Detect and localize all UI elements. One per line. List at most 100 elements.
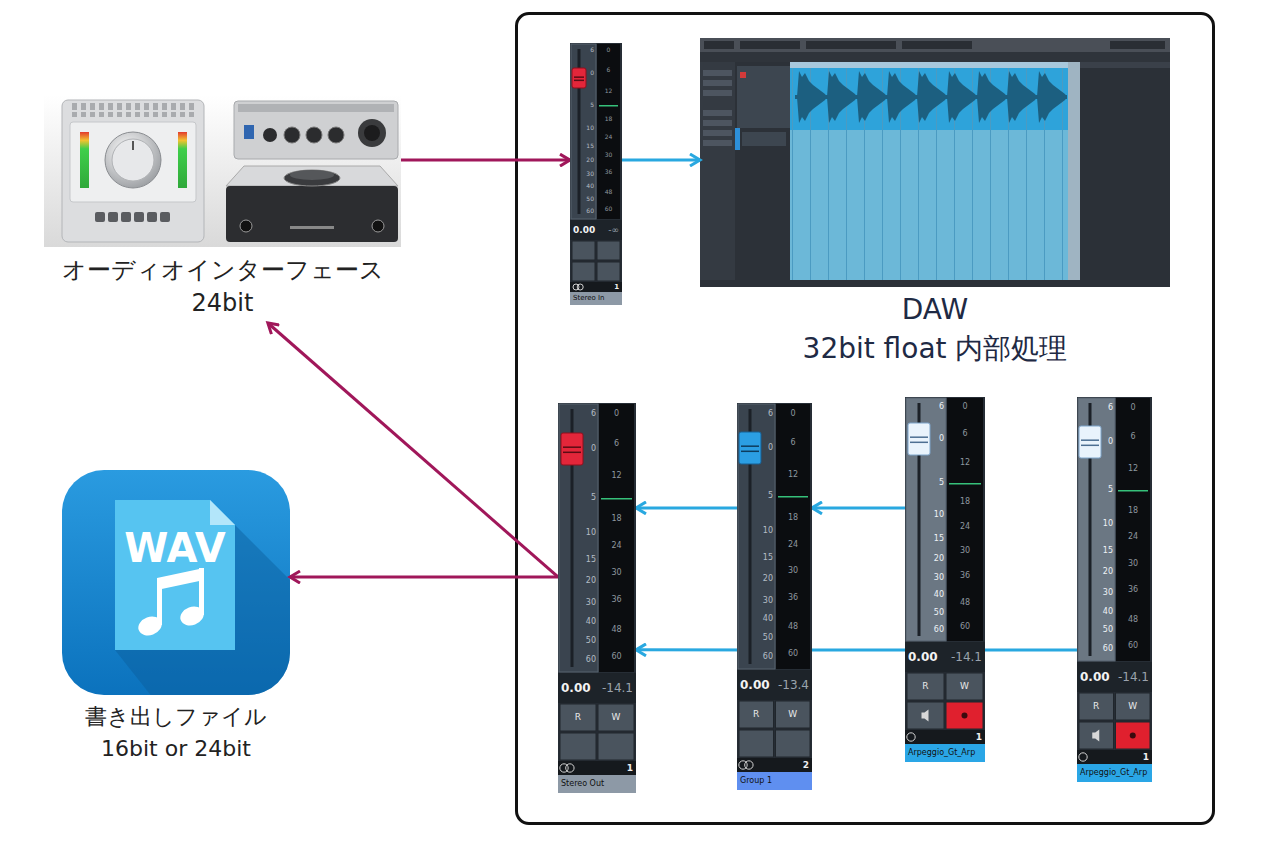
fader-art	[570, 43, 622, 305]
channel-name: Arpeggio_Gt_Arp	[908, 749, 983, 757]
meter-scale: 0	[776, 410, 810, 418]
fader-scale: 50	[737, 634, 773, 642]
fader-value: 0.00	[561, 682, 591, 694]
signal-arrow	[636, 506, 737, 509]
channel-number: 1	[1077, 753, 1149, 762]
meter-scale: 24	[597, 134, 620, 140]
fader-scale: 60	[905, 626, 944, 634]
fader-scale: 5	[558, 494, 596, 502]
meter-scale: 36	[599, 596, 634, 604]
meter-scale: 30	[776, 567, 810, 575]
fader-scale: 50	[1077, 626, 1113, 634]
daw-screen: DAW 32bit float 内部処理	[700, 38, 1170, 365]
fader-scale: 30	[737, 597, 773, 605]
meter-scale: 12	[1116, 465, 1150, 473]
meter-scale: 6	[947, 430, 983, 438]
fader-scale: 15	[905, 535, 944, 543]
fader-scale: 20	[1077, 568, 1113, 576]
meter-scale: 30	[597, 152, 620, 158]
fader-scale: 6	[737, 410, 773, 418]
fader-scale: 30	[570, 171, 594, 177]
bit-depth-label: 32bit float 内部処理	[700, 335, 1170, 363]
meter-scale: 18	[947, 498, 983, 506]
meter-scale: 60	[597, 206, 620, 212]
write-button-label: W	[776, 710, 811, 719]
wav-file-icon	[62, 470, 340, 770]
fader-scale: 60	[558, 656, 596, 664]
write-button-label: W	[946, 682, 983, 691]
fader-scale: 5	[1077, 486, 1113, 494]
peak-level: -14.1	[597, 682, 633, 694]
fader-scale: 6	[905, 403, 944, 411]
fader-scale: 6	[1077, 404, 1113, 412]
peak-level: -14.1	[1115, 671, 1150, 683]
channel-name: Stereo In	[573, 295, 620, 302]
fader-scale: 10	[737, 527, 773, 535]
file-label: 書き出しファイル	[62, 706, 290, 728]
meter-scale: 24	[776, 541, 810, 549]
meter-scale: 18	[597, 116, 620, 122]
meter-scale: 6	[776, 439, 810, 447]
meter-scale: 48	[599, 626, 634, 634]
signal-arrow	[268, 323, 558, 577]
fader-scale: 50	[558, 637, 596, 645]
peak-level: -13.4	[775, 679, 810, 691]
meter-scale: 48	[776, 623, 810, 631]
fader-scale: 20	[737, 575, 773, 583]
fader-scale: 10	[570, 125, 594, 131]
fader-scale: 15	[570, 143, 594, 149]
meter-scale: 12	[597, 88, 620, 94]
fader-scale: 0	[905, 435, 944, 443]
fader-value: 0.00	[573, 226, 595, 235]
meter-scale: 18	[776, 514, 810, 522]
track-fader: 0.00-14.1RW1Arpeggio_Gt_Arp6051015203040…	[905, 397, 985, 762]
fader-art	[1077, 397, 1152, 782]
fader-scale: 60	[570, 208, 594, 214]
write-button-label: W	[598, 713, 634, 722]
meter-scale: 36	[1116, 586, 1150, 594]
channel-number: 1	[570, 284, 619, 291]
meter-scale: 0	[599, 410, 634, 418]
meter-scale: 6	[1116, 433, 1150, 441]
channel-number: 2	[737, 761, 809, 770]
meter-scale: 60	[1116, 642, 1150, 650]
signal-arrow	[636, 648, 1077, 651]
fader-scale: 6	[558, 410, 596, 418]
meter-scale: 18	[599, 515, 634, 523]
fader-value: 0.00	[908, 651, 938, 663]
daw-title: DAW	[700, 296, 1170, 324]
fader-art	[737, 403, 812, 790]
meter-scale: 0	[1116, 404, 1150, 412]
meter-scale: 36	[947, 572, 983, 580]
meter-scale: 24	[947, 523, 983, 531]
meter-scale: 30	[947, 547, 983, 555]
fader-scale: 0	[558, 445, 596, 453]
read-button-label: R	[907, 682, 944, 691]
audio-interface: オーディオインターフェース24bit	[44, 95, 401, 323]
peak-level: -∞	[596, 226, 619, 235]
audio-interface-photo	[44, 95, 401, 247]
fader-scale: 60	[1077, 645, 1113, 653]
fader-scale: 10	[1077, 520, 1113, 528]
fader-scale: 50	[905, 609, 944, 617]
bit-depth-label: 24bit	[44, 291, 401, 315]
meter-scale: 0	[597, 47, 620, 53]
fader-scale: 15	[1077, 547, 1113, 555]
fader-scale: 30	[1077, 589, 1113, 597]
meter-scale: 12	[947, 459, 983, 467]
read-button-label: R	[739, 710, 774, 719]
wav-file: WAV書き出しファイル16bit or 24bit	[62, 470, 290, 765]
fader-scale: 0	[570, 70, 594, 76]
fader-scale: 20	[558, 577, 596, 585]
meter-scale: 60	[599, 653, 634, 661]
signal-arrow	[290, 575, 558, 578]
meter-scale: 36	[776, 594, 810, 602]
signal-arrow	[622, 158, 700, 161]
file-type-label: WAV	[115, 528, 235, 568]
fader-value: 0.00	[740, 679, 770, 691]
peak-level: -14.1	[945, 651, 982, 663]
channel-name: Stereo Out	[561, 780, 634, 788]
fader-value: 0.00	[1080, 671, 1110, 683]
track-fader: 0.00-14.1RW1Arpeggio_Gt_Arp6051015203040…	[1077, 397, 1152, 782]
fader-art	[558, 403, 636, 793]
